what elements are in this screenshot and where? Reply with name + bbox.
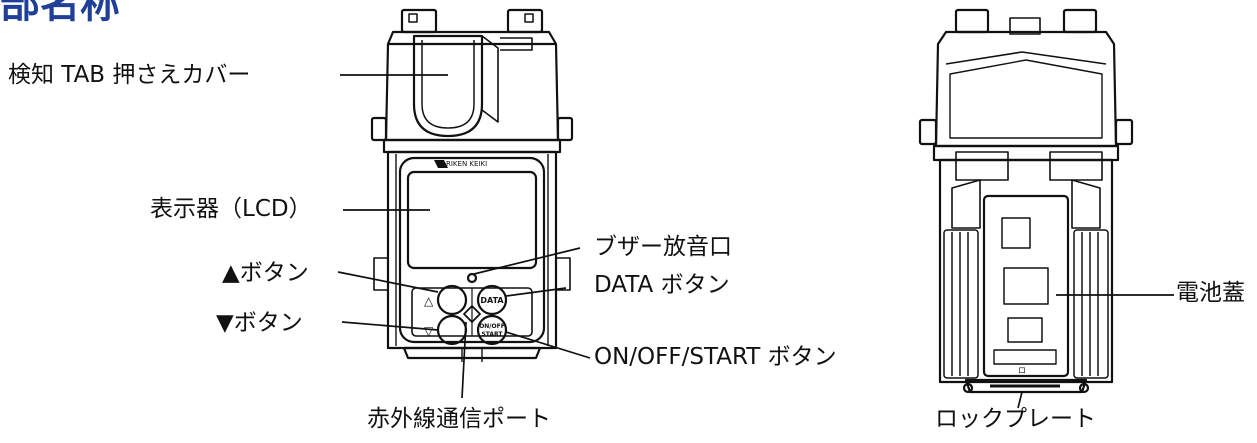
- up-symbol: △: [424, 294, 434, 308]
- label-tab-cover: 検知 TAB 押さえカバー: [8, 62, 251, 88]
- label-onoff-button: ON/OFF/START ボタン: [594, 344, 837, 370]
- page-title: 部名称: [0, 0, 120, 27]
- label-data-button: DATA ボタン: [594, 272, 730, 298]
- brand-logo-mark: [434, 160, 448, 168]
- back-side-lug-right: [1114, 118, 1134, 146]
- front-middle-band: [382, 138, 562, 154]
- back-plate-text: ロ: [1018, 366, 1026, 375]
- buzzer-hole: [466, 272, 478, 284]
- data-button-text: DATA: [480, 296, 504, 305]
- back-view: [918, 8, 1134, 394]
- back-lower-body: [938, 158, 1114, 384]
- ir-port-window: [463, 305, 481, 323]
- back-upper-housing: [934, 30, 1118, 148]
- onoff-button-text: ON/OFF: [479, 323, 505, 330]
- label-buzzer: ブザー放音口: [594, 234, 732, 260]
- tab-press-cover: [412, 34, 484, 138]
- front-top-clip-left: [400, 8, 438, 34]
- front-view: [370, 8, 574, 362]
- onoff-start-button: [476, 314, 508, 346]
- front-side-lug-right: [556, 116, 574, 142]
- start-button-text: START: [481, 331, 503, 338]
- label-ir-port: 赤外線通信ポート: [367, 406, 551, 432]
- back-top-clip-right: [1062, 8, 1098, 34]
- leader-lines: [337, 74, 1174, 409]
- down-symbol: ▽: [424, 324, 434, 338]
- label-lock-plate: ロックプレート: [935, 406, 1096, 432]
- back-side-lug-left: [918, 118, 938, 146]
- label-down-button: ▼ボタン: [216, 310, 303, 336]
- battery-cover: [982, 194, 1070, 378]
- brand-logo-text: RIKEN KEIKI: [446, 160, 487, 168]
- back-middle-band: [932, 144, 1120, 162]
- up-button: [436, 284, 468, 316]
- lcd-window: [406, 170, 538, 270]
- back-top-clip-left: [954, 8, 990, 34]
- label-up-button: ▲ボタン: [222, 260, 309, 286]
- front-foot: [402, 346, 542, 360]
- down-button: [436, 314, 468, 346]
- data-button: [476, 284, 508, 316]
- front-side-lug-left: [370, 116, 388, 142]
- label-lcd: 表示器（LCD）: [150, 196, 312, 222]
- label-battery-cover: 電池蓋: [1176, 280, 1245, 306]
- front-face-panel: [398, 156, 546, 344]
